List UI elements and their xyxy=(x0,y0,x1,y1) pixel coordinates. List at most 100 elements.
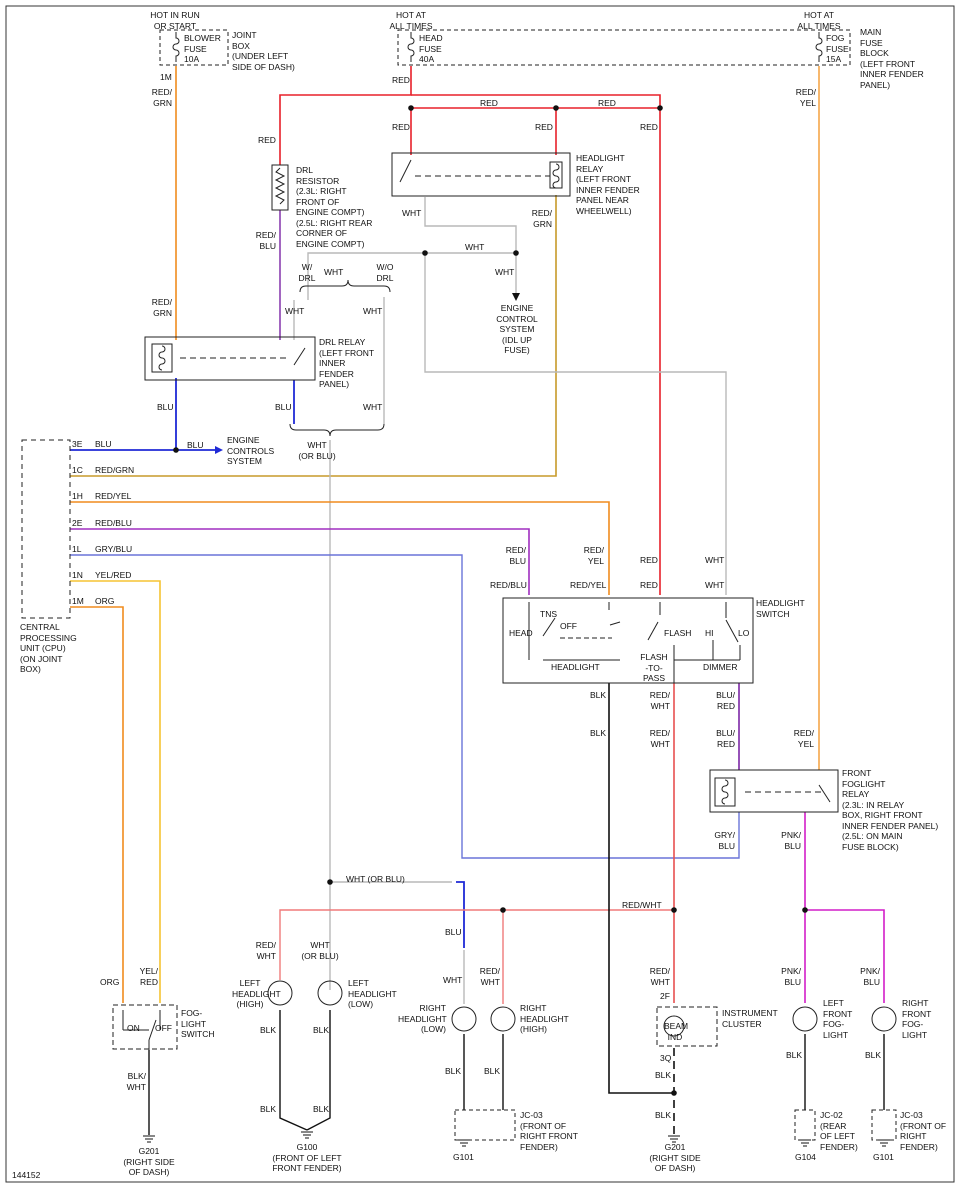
wire-label-blu: BLU xyxy=(275,402,292,412)
text-line: DRL xyxy=(298,272,316,283)
text-line: GRN xyxy=(153,97,172,108)
text-line: (FRONT OF xyxy=(900,1120,947,1131)
wire-red-yel xyxy=(70,501,610,595)
text-line: RIGHT xyxy=(520,1003,547,1013)
diagram-border xyxy=(5,5,955,1183)
text-line: PNK/ xyxy=(781,830,801,840)
text-line: RED xyxy=(717,700,735,711)
label-hot-run-start: HOT IN RUN OR START xyxy=(140,10,210,31)
text-line: HEADLIGHT xyxy=(576,153,625,163)
text-line: (LEFT FRONT xyxy=(860,58,916,69)
text-line: RED/ xyxy=(255,940,276,950)
wire-label-blu: BLU xyxy=(445,927,462,937)
text-line: OR START xyxy=(153,20,197,31)
text-line: FENDER xyxy=(319,368,354,379)
wire-label-blk: BLK xyxy=(590,690,607,700)
text-line: BLU/ xyxy=(716,690,735,700)
text-line: INSTRUMENT xyxy=(722,1008,778,1018)
headlight-relay-box xyxy=(391,152,571,197)
wire-label-blu: BLU xyxy=(157,402,174,412)
text-line: RED/ xyxy=(531,208,552,218)
text-line: ENGINE xyxy=(227,435,260,445)
wire-wht-ecs xyxy=(424,197,517,295)
label-left-headlight-low: LEFT HEADLIGHT (LOW) xyxy=(348,978,397,1010)
text-line: FOGLIGHT xyxy=(842,778,886,789)
wire-label-blu-red: BLU/ RED xyxy=(705,690,735,711)
text-line: JC-02 xyxy=(820,1110,843,1120)
text-line: (LOW) xyxy=(348,999,374,1009)
wire-label-red-wht: RED/ WHT xyxy=(640,728,670,749)
text-line: RELAY xyxy=(842,789,870,799)
wire-label-blk: BLK xyxy=(260,1104,277,1114)
text-line: PNK/ xyxy=(781,966,801,976)
wire-label-pnk-blu: PNK/ BLU xyxy=(771,830,801,851)
label-instrument-cluster: INSTRUMENT CLUSTER xyxy=(722,1008,778,1029)
text-line: FOG xyxy=(826,33,845,43)
text-line: RED/ xyxy=(649,966,670,976)
text-line: (FRONT OF LEFT xyxy=(272,1152,342,1163)
arrow-engine-controls xyxy=(215,446,223,454)
text-line: (OR BLU) xyxy=(298,450,336,461)
text-line: GRN xyxy=(153,307,172,318)
text-line: FUSE xyxy=(184,43,207,54)
text-line: BLU xyxy=(784,976,801,987)
text-line: WHT xyxy=(480,976,500,987)
text-line: (LEFT FRONT xyxy=(576,174,632,184)
wire-blk-llow xyxy=(306,1010,331,1131)
label-drl-relay: DRL RELAY (LEFT FRONT INNER FENDER PANEL… xyxy=(319,337,374,390)
text-line: OF LEFT xyxy=(820,1131,855,1141)
text-line: DRL xyxy=(296,165,314,175)
text-line: (RIGHT SIDE xyxy=(649,1152,701,1163)
wire-label-red-wht: RED/ WHT xyxy=(246,940,276,961)
wire-red-blu-cpu xyxy=(70,528,530,595)
ground-symbols xyxy=(143,1131,890,1147)
text-line: FENDER) xyxy=(820,1141,858,1152)
text-line: BLU xyxy=(863,976,880,987)
text-line: WHT xyxy=(650,738,670,749)
text-line: INNER FENDER xyxy=(860,69,924,79)
text-line: (LEFT FRONT xyxy=(319,347,375,358)
wire-label-red: RED xyxy=(598,98,616,108)
text-line: GRY/ xyxy=(714,830,735,840)
text-line: 10A xyxy=(184,54,200,64)
text-line: HEADLIGHT xyxy=(348,988,397,999)
label-g100: G100 (FRONT OF LEFT FRONT FENDER) xyxy=(264,1142,350,1174)
cpu-wire: YEL/RED xyxy=(95,570,131,580)
wire-label-gry-blu: GRY/ BLU xyxy=(705,830,735,851)
wire-blu-right xyxy=(456,881,465,948)
label-hot-all-times-right: HOT AT ALL TIMES xyxy=(793,10,845,31)
text-line: WHT xyxy=(307,440,327,450)
text-line: BEAM xyxy=(664,1021,689,1031)
switch-hi: HI xyxy=(705,628,714,638)
text-line: UNIT (CPU) xyxy=(20,643,66,653)
wire-label-yel-red: YEL/ RED xyxy=(128,966,158,987)
splice-dots xyxy=(173,105,808,1096)
wire-label-wht: WHT xyxy=(495,267,515,277)
label-jc02: JC-02 (REAR OF LEFT FENDER) xyxy=(820,1110,858,1152)
wire-label-red: RED xyxy=(480,98,498,108)
text-line: HEADLIGHT xyxy=(232,988,281,999)
text-line: YEL xyxy=(799,97,816,108)
text-line: FOG- xyxy=(823,1019,845,1029)
wire-yel-red xyxy=(70,580,161,1003)
cpu-pin: 1N xyxy=(72,570,83,580)
text-line: WHT xyxy=(256,950,276,961)
label-drl-resistor: DRL RESISTOR (2.3L: RIGHT FRONT OF ENGIN… xyxy=(296,165,372,249)
text-line: (REAR xyxy=(820,1120,847,1131)
label-hot-all-times-left: HOT AT ALL TIMES xyxy=(385,10,437,31)
text-line: HOT AT xyxy=(396,10,426,20)
label-blower-fuse: BLOWER FUSE 10A xyxy=(184,33,221,65)
text-line: LIGHT xyxy=(902,1029,928,1040)
text-line: FENDER) xyxy=(900,1141,938,1152)
switch-lo: LO xyxy=(738,628,750,638)
label-headlight-switch: HEADLIGHT SWITCH xyxy=(756,598,805,619)
text-line: RIGHT FRONT xyxy=(520,1131,578,1141)
drl-relay-box xyxy=(144,336,316,381)
wire-label-wht: WHT xyxy=(705,555,725,565)
switch-dimmer: DIMMER xyxy=(703,662,738,672)
text-line: BLOCK xyxy=(860,48,889,58)
cpu-wire: RED/BLU xyxy=(95,518,132,528)
text-line: RED/ xyxy=(479,966,500,976)
wire-gry-blu xyxy=(70,554,740,859)
text-line: PASS xyxy=(642,673,666,683)
